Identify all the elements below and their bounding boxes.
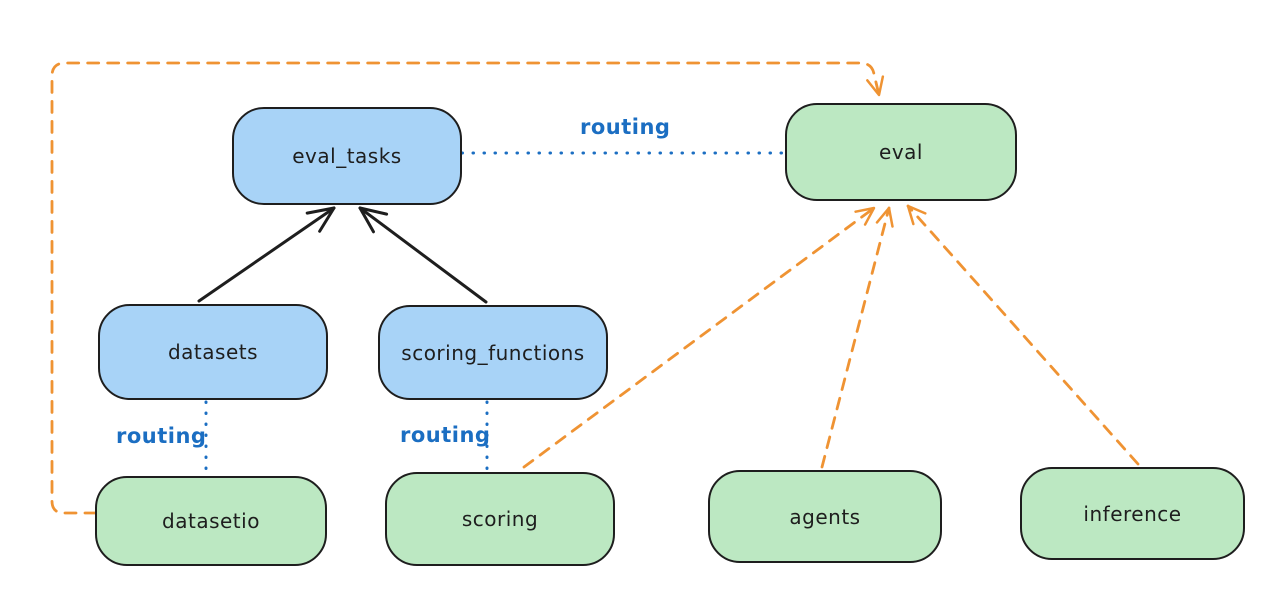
edge-scoring-functions-eval-tasks-arrow (358, 206, 488, 304)
node-inference-label: inference (1083, 501, 1182, 526)
edge-inference-eval-dashed-arrow (906, 204, 1140, 466)
node-scoring: scoring (385, 472, 615, 566)
edge-datasetio-eval-dashed-arrow (50, 61, 885, 515)
node-eval: eval (785, 103, 1017, 201)
node-scoring-functions-label: scoring_functions (401, 340, 585, 365)
edge-label-routing-scoring: routing (400, 423, 491, 447)
node-agents: agents (708, 470, 942, 563)
node-inference: inference (1020, 467, 1245, 560)
node-agents-label: agents (789, 504, 861, 529)
node-scoring-functions: scoring_functions (378, 305, 608, 400)
node-datasetio-label: datasetio (162, 509, 260, 533)
edge-scoring-eval-dashed-arrow (522, 206, 876, 469)
edge-agents-eval-dashed-arrow (820, 206, 894, 469)
node-eval-tasks: eval_tasks (232, 107, 462, 205)
node-datasets: datasets (98, 304, 328, 400)
edge-datasets-eval-tasks-arrow (197, 206, 336, 303)
node-scoring-label: scoring (461, 507, 539, 531)
node-datasets-label: datasets (167, 340, 259, 364)
node-eval-tasks-label: eval_tasks (292, 144, 402, 168)
edge-label-routing-datasets: routing (116, 424, 207, 448)
node-datasetio: datasetio (95, 476, 327, 566)
node-eval-label: eval (879, 140, 923, 164)
edge-label-routing-top: routing (580, 115, 671, 139)
